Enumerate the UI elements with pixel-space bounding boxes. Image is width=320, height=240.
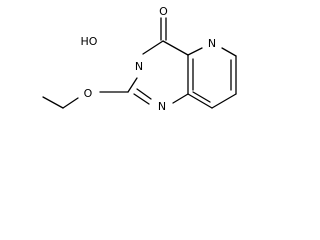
bond-c8-c8a-double-b [192, 91, 211, 103]
bond-n3-c2 [127, 77, 138, 93]
atom-nitrogen-n3: N [135, 60, 143, 73]
bond-c8-c8a-double-a [187, 93, 213, 109]
bond-npyr-c6 [221, 47, 237, 57]
atom-labels: O N N HO N O [81, 5, 217, 113]
bonds [42, 17, 237, 109]
molecule-drawing: O N N HO N O [42, 5, 237, 113]
atom-oxygen-carbonyl: O [159, 5, 168, 18]
bond-c2-n1-double-b [136, 88, 152, 100]
structure-diagram: O N N HO N O [0, 0, 249, 136]
atom-nitrogen-n1: N [158, 100, 166, 113]
atom-hydroxy-group: HO [81, 35, 98, 48]
bond-o-ch2 [62, 97, 79, 109]
bond-c4a-npyr [187, 47, 203, 56]
bond-ch2-ch3 [42, 96, 64, 109]
atom-nitrogen-pyridine: N [208, 37, 216, 50]
atom-oxygen-ether: O [84, 87, 93, 100]
bond-c4-c4a [162, 40, 189, 56]
bond-c4-n3 [142, 40, 164, 55]
bond-c2-n1-double-a [133, 93, 150, 105]
bond-c7-c8 [211, 93, 237, 109]
bond-n1-c8a [172, 93, 189, 104]
